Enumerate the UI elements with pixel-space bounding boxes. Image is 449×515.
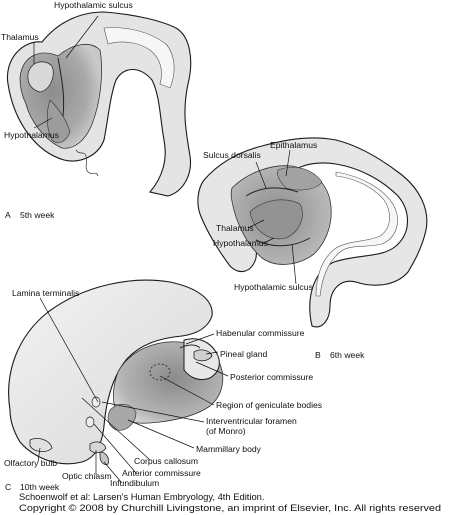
panel-a-lumen [103,27,175,89]
panel-b-hypothalamic-sulcus-line [255,237,311,247]
label-c-olfactory-bulb: Olfactory bulb [4,458,57,468]
label-b-hypothalamic-sulcus: Hypothalamic sulcus [234,282,313,292]
label-c-posterior-commissure: Posterior commissure [230,372,313,382]
panel-b-sulcus-dorsalis-line [245,187,299,197]
panel-b-letter: B [315,350,321,360]
panel-c-olfactory-bulb [29,438,53,452]
label-c-habenular-commissure: Habenular commissure [216,328,305,338]
label-c-interventricular-foramen: Interventricular foramen [206,416,297,426]
panel-a-hypothalamus-region [46,99,71,144]
panel-c-geniculate-region [149,363,171,381]
panel-b-thalamus [249,199,303,240]
label-b-thalamus: Thalamus [216,223,254,233]
panel-c-mammillary-region [107,403,137,431]
label-b-hypothalamus: Hypothalamus [213,238,268,248]
panel-c-hemisphere [8,279,213,465]
label-c-mammillary-body: Mammillary body [196,444,262,454]
panel-b-epithalamus [277,167,323,191]
panel-b-lumen [315,171,398,297]
panel-a-stage: 5th week [20,210,55,220]
panel-c-letter: C [5,482,11,492]
panel-c-pineal-gland [193,349,213,362]
label-c-lamina-terminalis: Lamina terminalis [12,288,79,298]
label-c-corpus-callosum: Corpus callosum [134,456,198,466]
panel-a-letter: A [5,210,11,220]
panel-c-optic-chiasm [89,441,107,454]
caption-line-1: Schoenwolf et al: Larsen's Human Embryol… [19,491,265,502]
label-b-epithalamus: Epithalamus [270,140,317,150]
panel-c-anterior-commissure [85,416,95,428]
label-c-anterior-commissure: Anterior commissure [122,468,201,478]
panel-a: Hypothalamic sulcus Thalamus Hypothalamu… [1,0,192,220]
panel-b: Sulcus dorsalis Epithalamus Thalamus Hyp… [197,137,428,360]
label-c-geniculate-bodies: Region of geniculate bodies [216,400,322,410]
label-b-sulcus-dorsalis: Sulcus dorsalis [203,150,261,160]
panel-c: Lamina terminalis Habenular commissure P… [4,279,322,492]
caption-line-2: Copyright © 2008 by Churchill Livingston… [19,502,441,513]
panel-c-stage: 10th week [20,482,60,492]
panel-a-thalamus-bulge [27,61,54,93]
panel-a-squiggle [75,149,99,177]
label-c-pineal-gland: Pineal gland [220,349,268,359]
panel-c-infundibulum [99,451,109,465]
panel-c-commissure-line [179,344,201,349]
panel-c-interventricular-foramen [91,396,101,408]
panel-b-stage: 6th week [330,350,365,360]
label-c-interventricular-foramen-monro: (of Monro) [206,426,246,436]
label-a-hypothalamic-sulcus: Hypothalamic sulcus [54,0,133,10]
label-c-optic-chiasm: Optic chiasm [62,471,112,481]
label-c-infundibulum: Infundibulum [110,478,159,488]
label-a-thalamus: Thalamus [1,32,39,42]
label-a-hypothalamus: Hypothalamus [4,130,59,140]
